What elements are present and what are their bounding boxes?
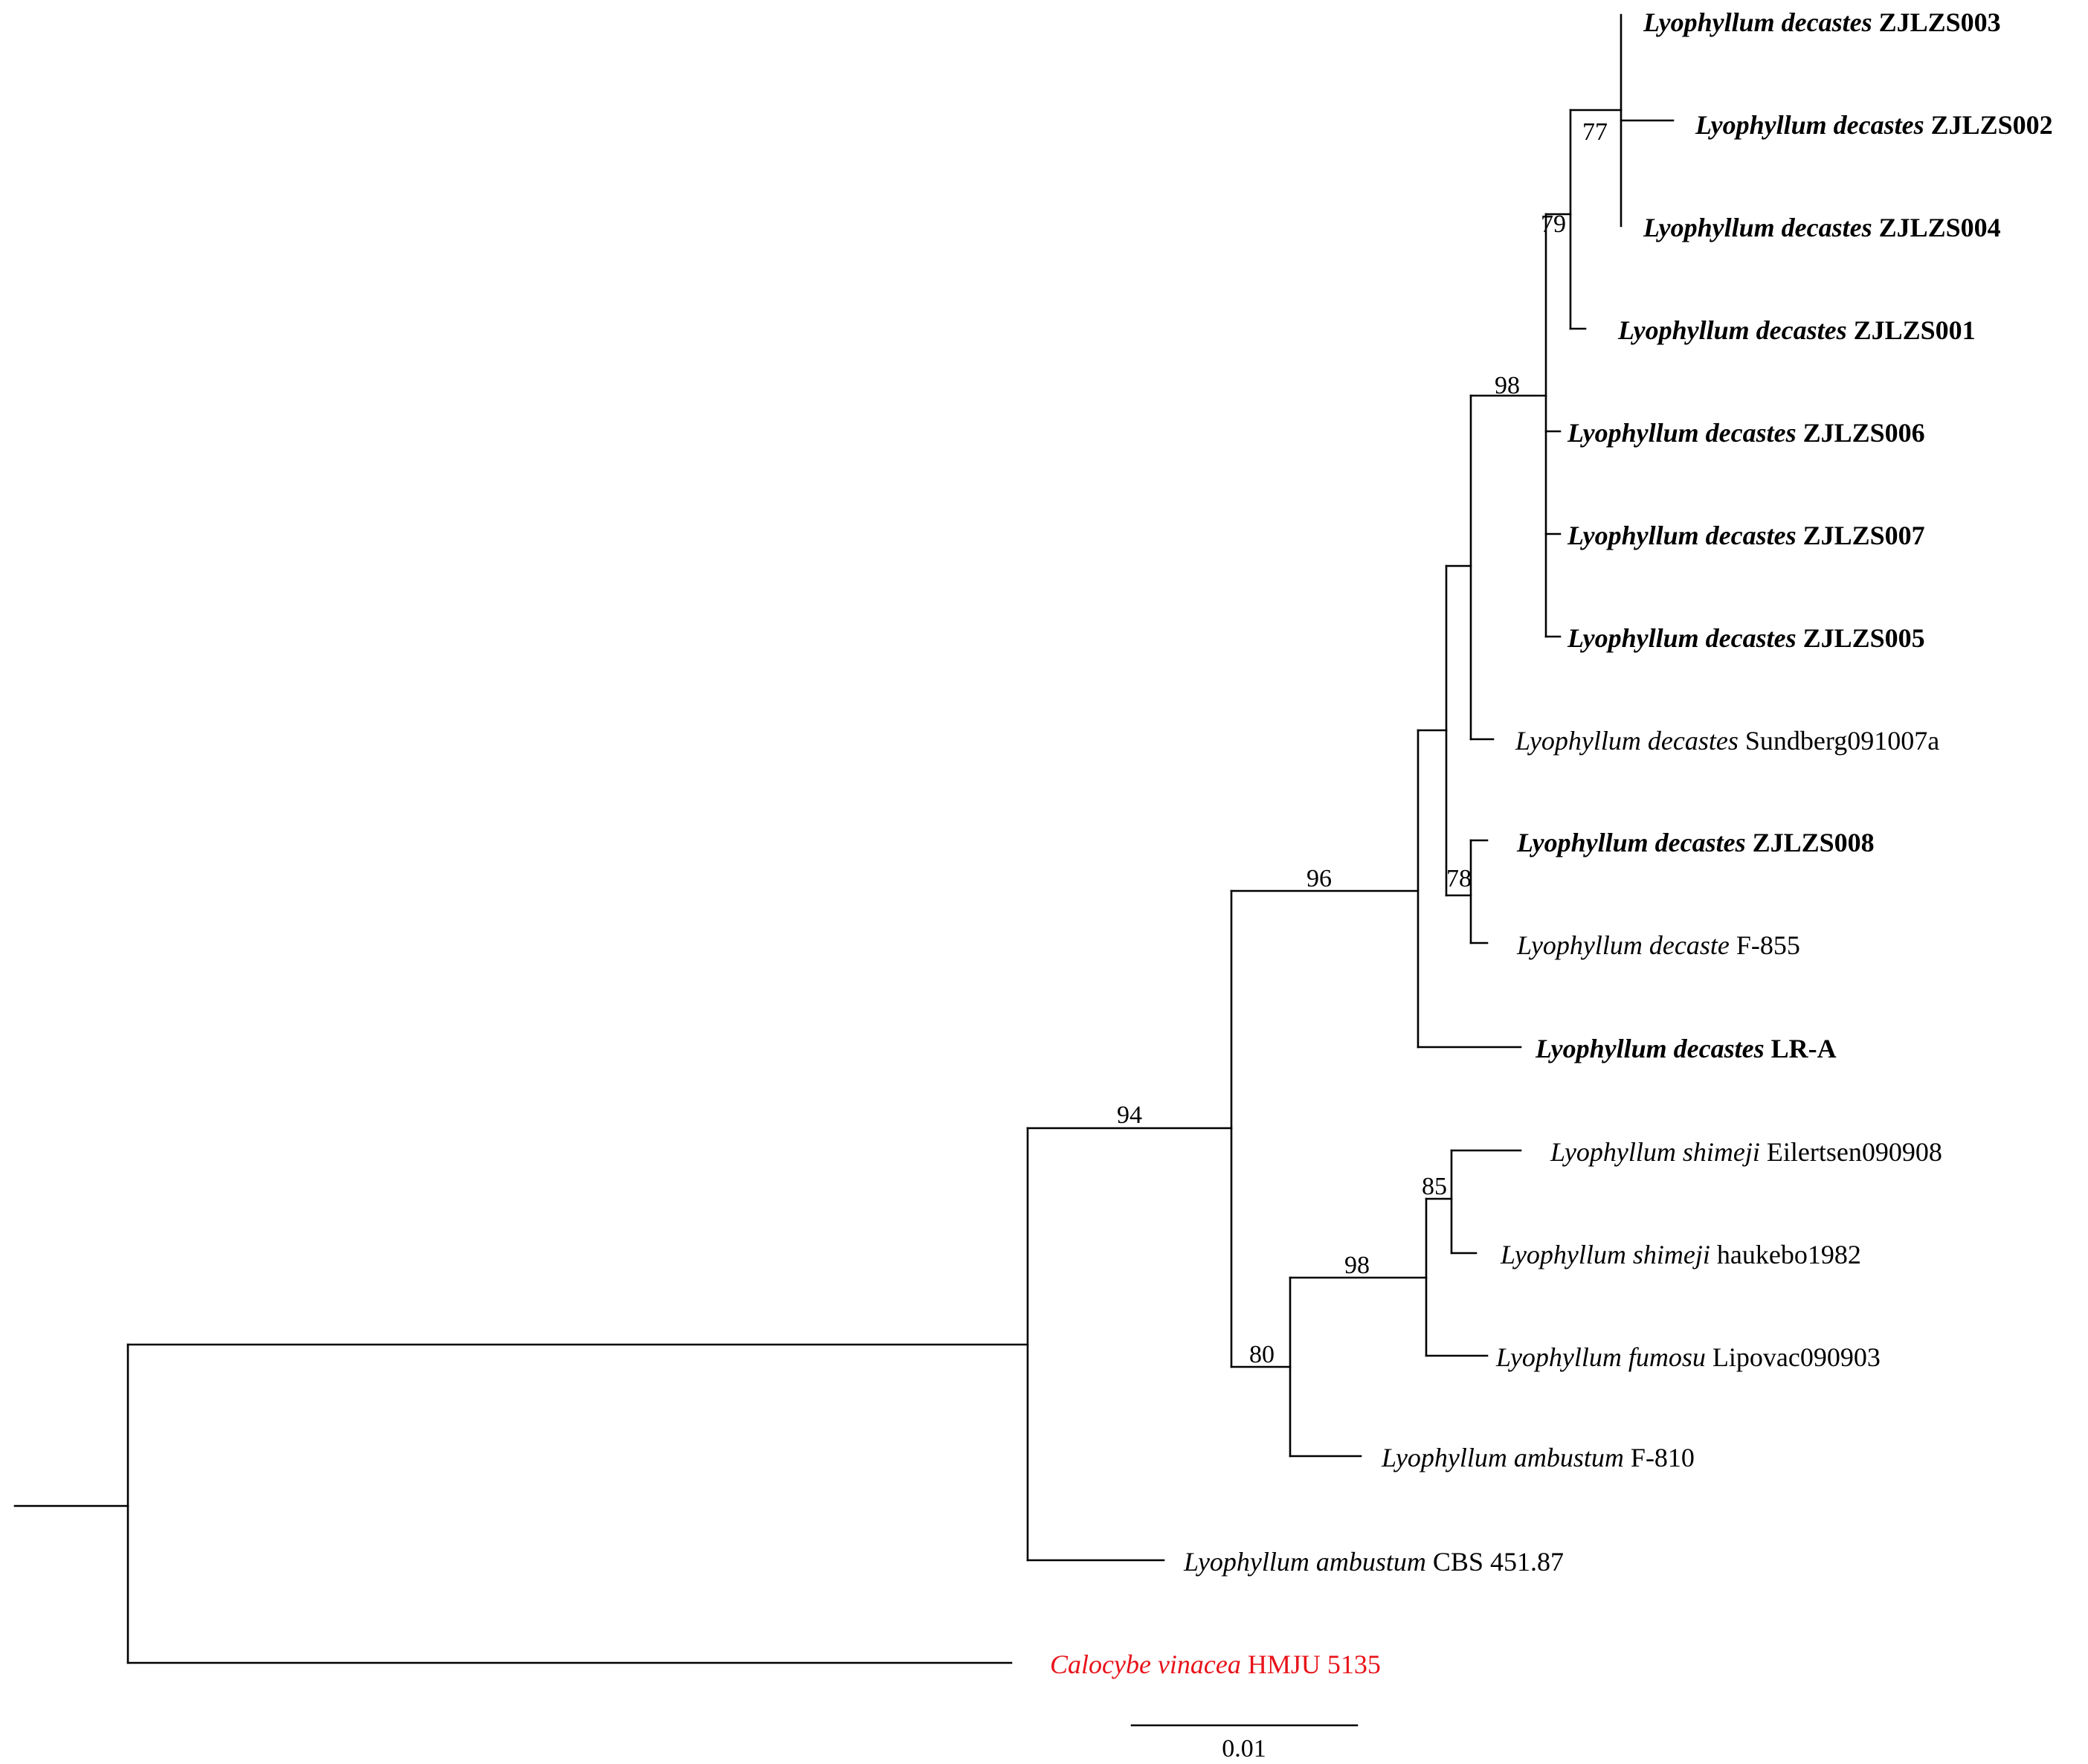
bootstrap-79: 79: [1541, 210, 1566, 238]
taxon-label: Lyophyllum decastes Sundberg091007a: [1515, 726, 1939, 756]
bootstrap-98: 98: [1344, 1252, 1370, 1279]
taxon-label: Lyophyllum decastes ZJLZS003: [1643, 7, 2001, 37]
taxon-label: Lyophyllum decastes ZJLZS002: [1695, 110, 2053, 140]
taxon-label: Lyophyllum decastes ZJLZS006: [1567, 418, 1925, 448]
tree-branches: [13, 13, 1675, 1664]
bootstrap-80: 80: [1249, 1341, 1275, 1368]
scale-bar-label: 0.01: [1222, 1735, 1266, 1763]
bootstrap-values: 77 79 98 78 96 85 98 80 94: [1117, 118, 1608, 1368]
taxon-label: Lyophyllum ambustum F-810: [1381, 1443, 1695, 1472]
bootstrap-96: 96: [1306, 865, 1332, 892]
taxon-label: Lyophyllum fumosu Lipovac090903: [1495, 1342, 1881, 1372]
bootstrap-77: 77: [1582, 118, 1608, 146]
taxon-label: Lyophyllum decastes ZJLZS008: [1516, 828, 1875, 857]
scale-bar: 0.01: [1130, 1724, 1359, 1763]
bootstrap-78: 78: [1446, 865, 1472, 892]
taxon-label: Lyophyllum decastes ZJLZS004: [1643, 213, 2001, 242]
taxon-label: Lyophyllum shimeji haukebo1982: [1500, 1240, 1861, 1269]
taxon-label-outgroup: Calocybe vinacea HMJU 5135: [1050, 1649, 1381, 1679]
taxon-label: Lyophyllum decastes ZJLZS001: [1617, 315, 1976, 345]
taxon-label: Lyophyllum decastes LR-A: [1535, 1034, 1837, 1063]
bootstrap-98: 98: [1495, 372, 1520, 399]
bootstrap-94: 94: [1117, 1101, 1142, 1129]
bootstrap-85: 85: [1422, 1173, 1447, 1200]
taxon-label: Lyophyllum decastes ZJLZS007: [1567, 521, 1925, 550]
taxon-label: Lyophyllum ambustum CBS 451.87: [1183, 1547, 1564, 1577]
taxon-label: Lyophyllum decastes ZJLZS005: [1567, 623, 1925, 653]
taxon-label: Lyophyllum decaste F-855: [1516, 930, 1800, 960]
taxon-labels: Lyophyllum decastes ZJLZS003 Lyophyllum …: [1050, 7, 2053, 1679]
taxon-label: Lyophyllum shimeji Eilertsen090908: [1550, 1137, 1942, 1167]
